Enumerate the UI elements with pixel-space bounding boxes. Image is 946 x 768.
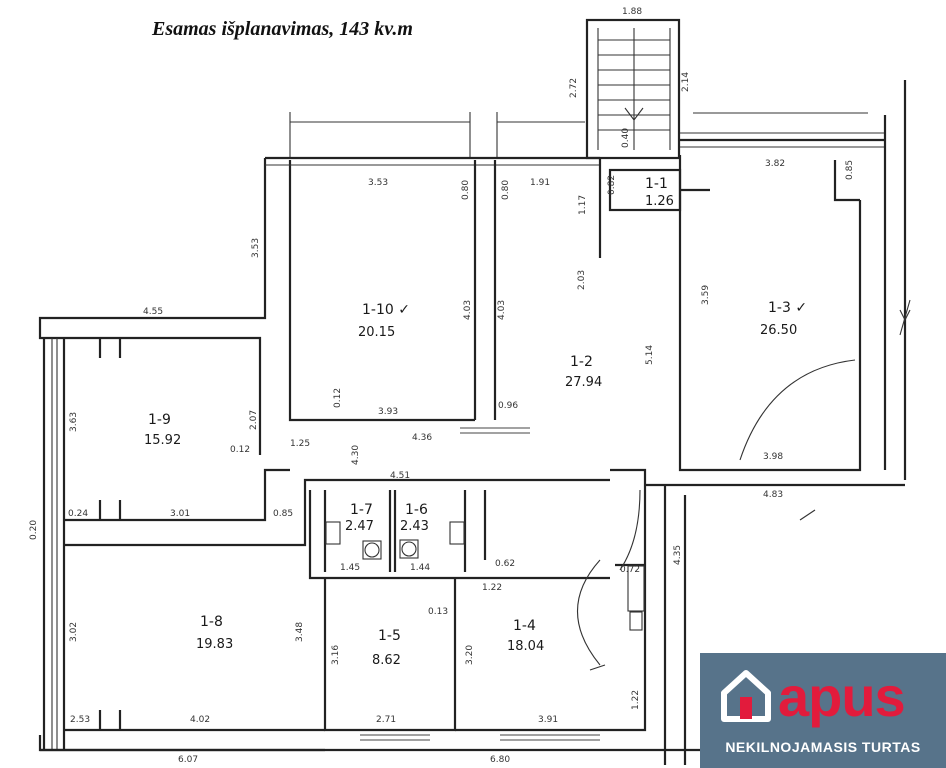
staircase [585, 18, 681, 160]
plan-title: Esamas išplanavimas, 143 kv.m [152, 18, 413, 40]
dimension-lines [289, 112, 868, 158]
sanitary-fixtures [325, 521, 465, 560]
house-icon [721, 670, 771, 722]
windows [360, 427, 600, 741]
walls [38, 80, 907, 765]
apus-logo: apus NEKILNOJAMASIS TURTAS [700, 653, 946, 768]
doors [576, 299, 911, 671]
logo-brand: apus [778, 665, 906, 728]
logo-tagline: NEKILNOJAMASIS TURTAS [725, 739, 921, 755]
